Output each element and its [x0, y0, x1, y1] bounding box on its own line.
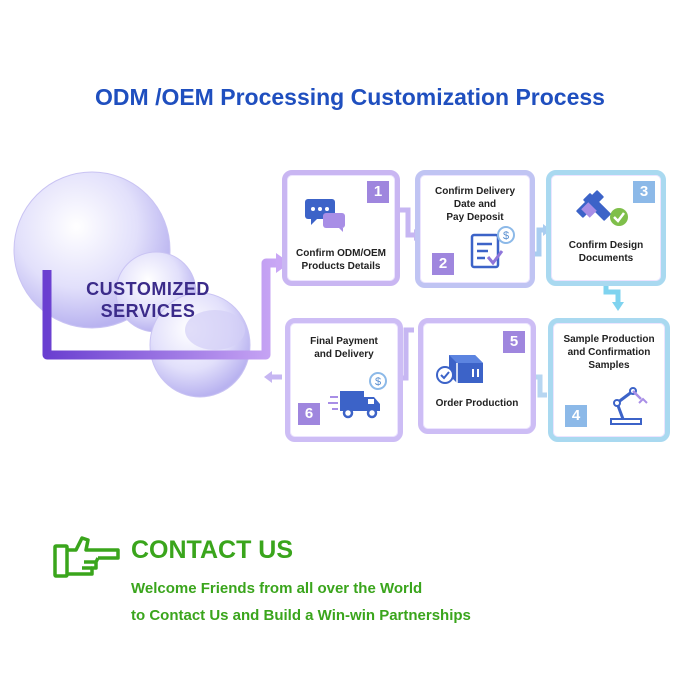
step-1-label: Confirm ODM/OEM Products Details — [296, 248, 386, 272]
chat-bubbles-icon — [305, 199, 345, 232]
page-title: ODM /OEM Processing Customization Proces… — [95, 84, 605, 110]
customized-services-label: CUSTOMIZED SERVICES — [58, 278, 238, 322]
step-5-number: 5 — [503, 331, 525, 353]
step-6-exit-arrow — [264, 371, 282, 383]
step-3-to-4-arrow — [603, 283, 624, 311]
step-5-card: 5 Order Production — [418, 318, 536, 434]
step-2-number: 2 — [432, 253, 454, 275]
step-3-card: 3 Confirm Design Documents — [546, 170, 666, 286]
step-4-card: Sample Production and Confirmation Sampl… — [548, 318, 670, 442]
step-2-label: Confirm Delivery Date and Pay Deposit — [434, 186, 516, 223]
step-4-label: Sample Production and Confirmation Sampl… — [563, 334, 655, 371]
customized-label: CUSTOMIZED — [86, 279, 210, 299]
step-6-label: Final Payment and Delivery — [310, 336, 378, 360]
step-6-number: 6 — [298, 403, 320, 425]
bubble-decoration — [13, 171, 251, 398]
contact-title: CONTACT US — [131, 536, 294, 564]
pointing-hand-icon — [53, 536, 120, 578]
step-2-card: Confirm Delivery Date and Pay Deposit 2 … — [415, 170, 535, 288]
contact-message-line-1: Welcome Friends from all over the World — [131, 580, 423, 597]
services-label: SERVICES — [100, 301, 196, 321]
invoice-dollar-icon: $ — [470, 226, 515, 269]
step-1-number: 1 — [367, 181, 389, 203]
step-4-number: 4 — [565, 405, 587, 427]
step-3-label: Confirm Design Documents — [568, 240, 644, 264]
boxes-check-icon — [436, 355, 483, 384]
robot-arm-icon — [610, 387, 648, 425]
svg-text:$: $ — [503, 230, 509, 242]
contact-message-line-2: to Contact Us and Build a Win-win Partne… — [131, 607, 471, 624]
svg-text:$: $ — [375, 376, 381, 388]
delivery-truck-dollar-icon: $ — [328, 372, 387, 419]
step-1-card: 1 Confirm ODM/OEM Products Details — [282, 170, 400, 286]
step-6-card: Final Payment and Delivery 6 $ — [285, 318, 403, 442]
step-5-label: Order Production — [435, 398, 519, 409]
design-tools-check-icon — [576, 190, 628, 226]
step-3-number: 3 — [633, 181, 655, 203]
